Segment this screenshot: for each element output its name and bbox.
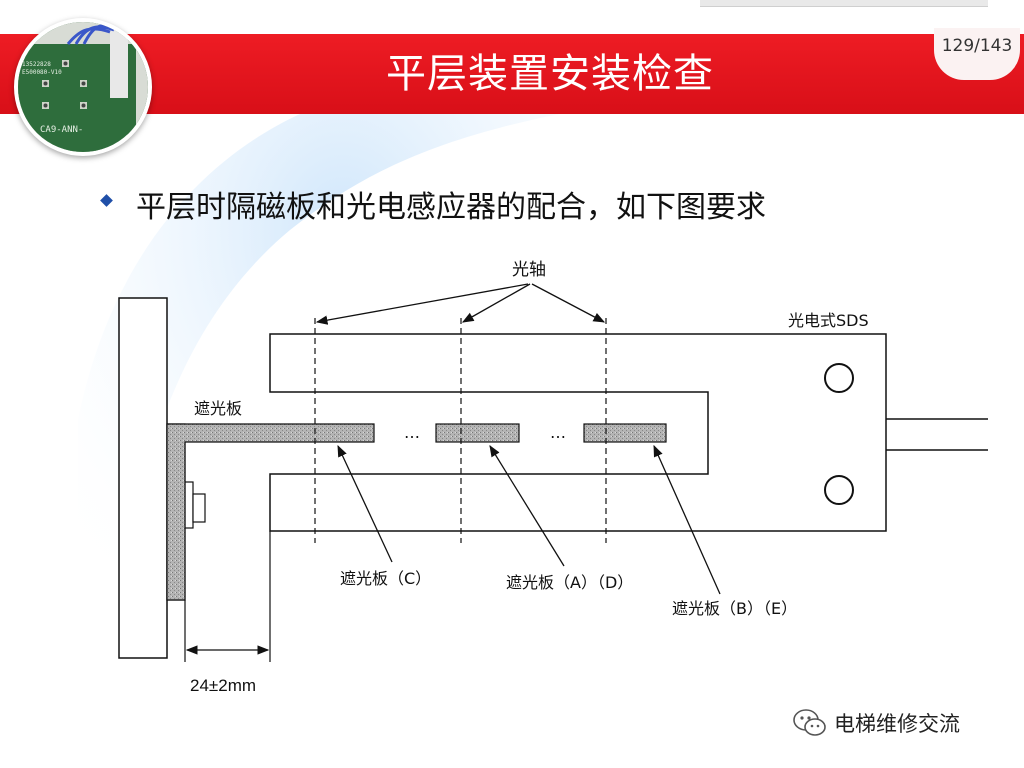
mount-nut: [192, 493, 206, 523]
shield-plate-c: [166, 423, 375, 601]
label-shield-c: 遮光板（C）: [340, 569, 431, 588]
axis-arrow-1: [315, 283, 529, 325]
board-label-2: E500080-V10: [22, 69, 62, 76]
axis-arrow-2: [461, 283, 531, 323]
axis-arrow-3: [531, 283, 606, 323]
shield-plate-a: [435, 423, 520, 443]
circuit-board-photo: 13522828 E500080-V10 CA9-ANN-: [14, 18, 152, 156]
label-sensor: 光电式SDS: [788, 311, 869, 330]
page-title: 平层装置安装检查: [386, 51, 714, 97]
circuit-board-image: 13522828 E500080-V10 CA9-ANN-: [18, 22, 148, 152]
mount-hole-bottom: [824, 475, 854, 505]
watermark: 电梯维修交流: [792, 706, 960, 740]
photoelectric-sensor: [269, 333, 887, 532]
label-shield-be: 遮光板（B）（E）: [672, 599, 797, 618]
ellipsis-2: …: [550, 423, 566, 442]
bullet-text: 平层时隔磁板和光电感应器的配合，如下图要求: [136, 190, 766, 225]
sensor-diagram: 光轴 光电式SDS 遮光板 … … 遮光板（C） 遮光板（A）（D） 遮光板（B…: [118, 260, 988, 695]
dimension-label: 24±2mm: [190, 676, 256, 695]
board-label-3: CA9-ANN-: [40, 125, 83, 135]
car-wall: [118, 297, 168, 659]
mount-hole-top: [824, 363, 854, 393]
page-number-bubble: [934, 28, 1020, 80]
wechat-icon: [793, 709, 826, 736]
watermark-text: 电梯维修交流: [834, 712, 960, 736]
board-label-1: 13522828: [22, 61, 51, 68]
mount-bolt: [184, 481, 194, 529]
label-shield: 遮光板: [194, 399, 242, 418]
ellipsis-1: …: [404, 423, 420, 442]
label-shield-ad: 遮光板（A）（D）: [506, 573, 633, 592]
callout-arrow-c: [337, 444, 393, 563]
label-optical-axis: 光轴: [512, 260, 546, 280]
title-bar: [0, 34, 1024, 114]
callout-arrow-a: [489, 445, 565, 567]
callout-arrow-b: [653, 444, 721, 595]
shield-plate-b: [583, 423, 667, 443]
top-tab: [700, 0, 988, 7]
page-number: 129/143: [941, 36, 1013, 56]
